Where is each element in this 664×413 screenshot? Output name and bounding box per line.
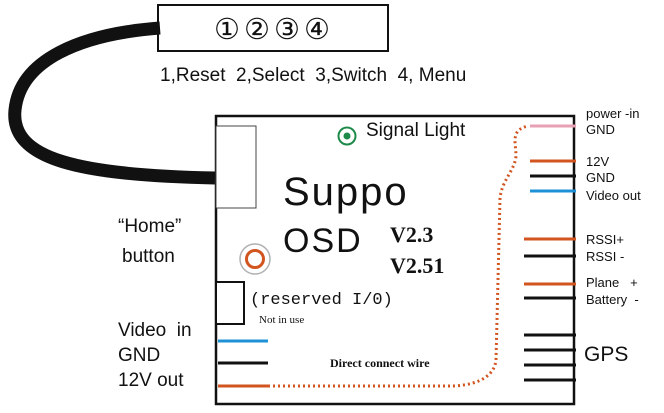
version-label-1: V2.3 <box>390 222 434 247</box>
key-select-icon[interactable]: ② <box>244 14 274 46</box>
out12v-label: 12V out <box>118 370 184 391</box>
keypad-connector <box>215 125 257 209</box>
direct-connect-wire <box>268 124 529 388</box>
rssi-minus-label: RSSI - <box>586 249 625 264</box>
key-switch-icon[interactable]: ③ <box>274 14 304 46</box>
rssi-plus-label: RSSI+ <box>586 232 624 247</box>
home-button-icon <box>245 249 265 269</box>
direct-wire-label: Direct connect wire <box>330 356 430 370</box>
power-gnd-label: GND <box>586 122 615 137</box>
power-in-label: power -in <box>586 106 640 121</box>
keypad-keys: ①②③④ <box>214 12 334 47</box>
keypad-cable <box>8 21 216 185</box>
key-reset-icon[interactable]: ① <box>214 14 244 46</box>
plane-label: Plane + <box>586 275 638 290</box>
battery-label: Battery - <box>586 292 639 307</box>
left-gnd-label: GND <box>118 345 161 366</box>
reserved-io-box <box>215 281 245 325</box>
video-out-label: Video out <box>586 188 641 203</box>
signal-light-label: Signal Light <box>366 120 466 141</box>
home-button-label-line2: button <box>122 246 175 267</box>
reserved-io-label: (reserved I/0) <box>250 291 393 310</box>
board-title-suppo: Suppo <box>283 170 409 214</box>
signal-light-led <box>343 132 351 140</box>
right-gnd-label: GND <box>586 170 615 185</box>
version-label-2: V2.51 <box>390 253 445 278</box>
key-menu-icon[interactable]: ④ <box>304 14 334 46</box>
v12-label: 12V <box>586 154 610 169</box>
video-in-label: Video in <box>118 320 192 341</box>
keypad-legend: 1,Reset 2,Select 3,Switch 4, Menu <box>160 65 467 86</box>
home-button-label-line1: “Home” <box>118 216 182 237</box>
board-outline <box>214 114 576 406</box>
gps-label: GPS <box>584 343 629 366</box>
board-title-osd: OSD <box>283 222 363 260</box>
not-in-use-label: Not in use <box>259 314 305 326</box>
